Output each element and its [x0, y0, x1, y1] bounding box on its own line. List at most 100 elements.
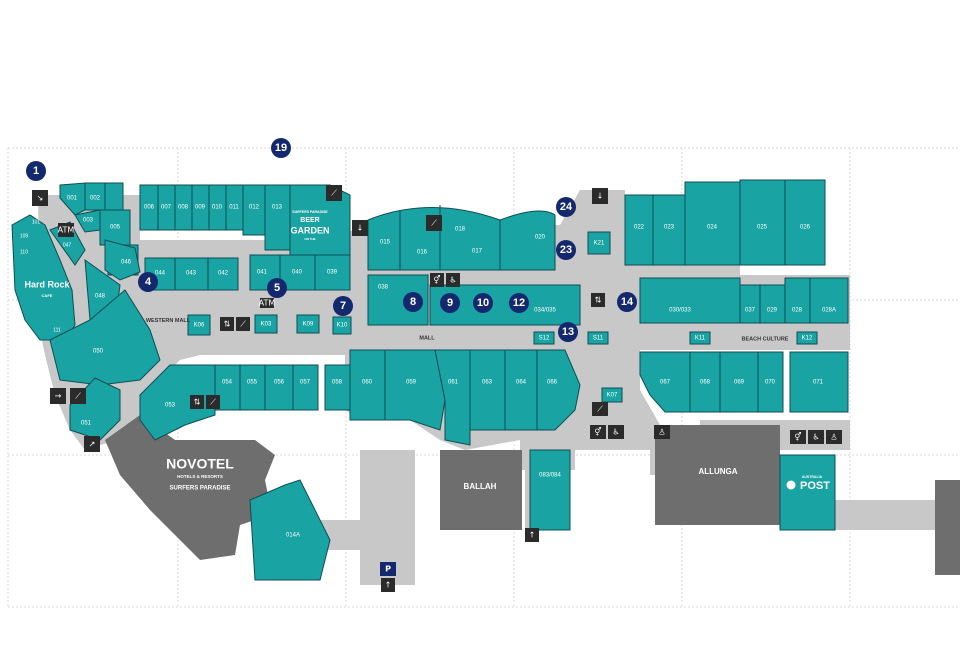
- unit-label: 015: [380, 240, 391, 246]
- unit-label: K10: [337, 323, 348, 329]
- marker-9[interactable]: 9: [440, 293, 460, 313]
- marker-12[interactable]: 12: [509, 293, 529, 313]
- unit-label: S11: [593, 336, 604, 342]
- ballah-building: [440, 450, 522, 530]
- unit-label: 017: [472, 249, 483, 255]
- marker-8[interactable]: 8: [403, 292, 423, 312]
- mall-label: MALL: [419, 335, 435, 341]
- unit-label: 063: [482, 380, 493, 386]
- shop-046: [104, 239, 141, 281]
- shops: 001 002 003 005 006 007 008 009 010 011 …: [11, 179, 849, 581]
- marker-24[interactable]: 24: [556, 197, 576, 217]
- unit-label: 060: [362, 380, 373, 386]
- post-logo-icon: [786, 480, 796, 490]
- unit-label: 057: [300, 380, 311, 386]
- unit-label: 001: [67, 196, 78, 202]
- hard-rock-cafe: [11, 214, 76, 341]
- kiosks: K06 K03 K09 K10 S12 S11 K21 K11 K12 K07: [187, 231, 818, 403]
- shop-056: [264, 364, 294, 411]
- unit-label: K12: [802, 336, 813, 342]
- arrow-down-right-icon: ↘: [37, 194, 44, 203]
- marker-7[interactable]: 7: [333, 296, 353, 316]
- unit-label: 003: [83, 218, 94, 224]
- unit-label: 002: [90, 196, 101, 202]
- marker-number: 7: [340, 300, 346, 312]
- parking-icon: P: [385, 565, 391, 574]
- marker-14[interactable]: 14: [617, 292, 637, 312]
- unit-label: 005: [110, 225, 121, 231]
- unit-label: 028: [792, 308, 803, 314]
- unit-label: 010: [212, 205, 223, 211]
- unit-label: 068: [700, 380, 711, 386]
- unit-label: 046: [121, 260, 132, 266]
- marker-13[interactable]: 13: [558, 322, 578, 342]
- toilets-icon: ⚥: [594, 427, 602, 437]
- shop-059: [384, 349, 446, 431]
- marker-1[interactable]: 1: [26, 161, 46, 181]
- marker-number: 12: [513, 297, 525, 309]
- lift-icon: ⇅: [194, 398, 201, 407]
- unit-label: K07: [607, 393, 618, 399]
- unit-label: 109: [20, 233, 29, 239]
- marker-5[interactable]: 5: [267, 278, 287, 298]
- novotel-building: [105, 415, 275, 560]
- marker-number: 9: [447, 297, 453, 309]
- unit-label: 110: [20, 249, 28, 255]
- brand-label: GARDEN: [290, 225, 329, 235]
- unit-label: 056: [274, 380, 285, 386]
- shop-024: [684, 181, 741, 266]
- escalator-icon: ⟋: [75, 392, 81, 401]
- marker-number: 24: [560, 201, 573, 213]
- toilets-icon: ⚥: [433, 275, 441, 285]
- unit-label: 064: [516, 380, 527, 386]
- marker-23[interactable]: 23: [556, 240, 576, 260]
- shop-014a: [249, 479, 331, 581]
- brand-label: ON THE: [304, 237, 315, 241]
- shop-025: [739, 179, 786, 266]
- kiosk-k09: [296, 314, 320, 334]
- accessible-icon: ♿: [449, 276, 456, 285]
- shop-028: [784, 277, 811, 324]
- accessible-icon: ♿: [612, 428, 619, 437]
- marker-4[interactable]: 4: [138, 272, 158, 292]
- kiosk-k06: [187, 314, 211, 336]
- shop-083-084: [529, 449, 571, 531]
- marker-10[interactable]: 10: [473, 293, 493, 313]
- unit-label: 024: [707, 225, 718, 231]
- unit-label: 023: [664, 225, 675, 231]
- shop-070: [757, 351, 784, 413]
- australia-post: [779, 454, 836, 531]
- unit-label: 020: [535, 235, 546, 241]
- unit-label: 014A: [286, 533, 300, 539]
- unit-label: 058: [332, 380, 343, 386]
- marker-19[interactable]: 19: [271, 138, 291, 158]
- anchor-areas: [105, 415, 960, 575]
- ballah-label: BALLAH: [464, 482, 497, 491]
- shop-034-035: [429, 284, 581, 326]
- brand-label: BEER: [300, 217, 319, 224]
- unit-label: 051: [81, 421, 92, 427]
- kiosk-s12: [533, 331, 555, 345]
- unit-label: 083/084: [539, 473, 561, 479]
- kiosk-k11: [689, 331, 711, 345]
- unit-label: 039: [327, 270, 338, 276]
- unit-label: 044: [155, 271, 166, 277]
- shop-043: [174, 257, 209, 291]
- shop-005: [99, 209, 131, 246]
- shop-029: [759, 284, 786, 324]
- unit-label: 028A: [822, 308, 836, 314]
- unit-label: 040: [292, 270, 303, 276]
- shop-040: [279, 254, 316, 291]
- shop-058: [324, 364, 351, 411]
- unit-label: 006: [144, 205, 155, 211]
- unit-label: 037: [745, 308, 756, 314]
- unit-label: 008: [178, 205, 189, 211]
- arrow-up-icon: ↑: [529, 531, 536, 540]
- arrow-down-icon: ↓: [597, 192, 604, 201]
- unit-label: K06: [194, 323, 205, 329]
- unit-label: 016: [417, 250, 428, 256]
- unit-label: 066: [547, 380, 558, 386]
- atm-icon: ATM: [259, 299, 276, 308]
- shop-050: [49, 289, 161, 386]
